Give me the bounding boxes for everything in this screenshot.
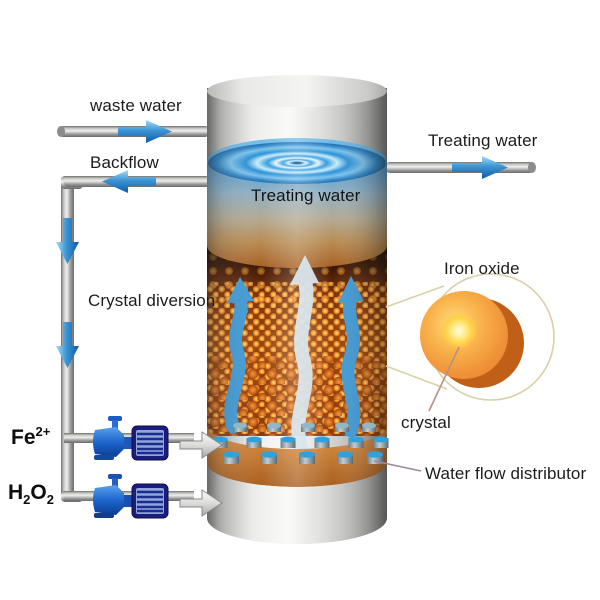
fe2-pump xyxy=(93,416,169,461)
iron-oxide-label: Iron oxide xyxy=(444,259,520,278)
crystal-label: crystal xyxy=(401,413,451,432)
crystal-diversion-label: Crystal diversion xyxy=(88,291,216,310)
treating-water-zone-label: Treating water xyxy=(251,186,361,205)
tank-top-cap xyxy=(207,75,387,107)
distributor-nozzle xyxy=(362,422,376,432)
fe2-inlet-arrow xyxy=(179,431,223,459)
backflow-label: Backflow xyxy=(90,153,159,172)
distributor-nozzle xyxy=(280,436,296,448)
h2o2-label: H2O2 xyxy=(8,481,54,507)
distributor-nozzle xyxy=(233,422,247,432)
distributor-nozzle xyxy=(301,422,315,432)
tank-cylinder-shading xyxy=(207,88,387,544)
fe2-label: Fe2+ xyxy=(11,424,50,450)
magnifier-callout xyxy=(385,273,555,412)
backflow-arrow xyxy=(102,170,156,193)
h2o2-label-h: H xyxy=(8,481,24,504)
h2o2-label-o: O xyxy=(30,481,47,504)
distributor-nozzle xyxy=(367,451,383,464)
downflow-arrow-top xyxy=(56,218,79,264)
waste-water-flow-arrow xyxy=(118,120,172,143)
distributor-nozzle xyxy=(373,436,389,448)
h2o2-label-sub1: 2 xyxy=(23,492,31,508)
distributor-nozzle xyxy=(261,451,277,464)
distributor-nozzle xyxy=(267,422,281,432)
waste-water-label: waste water xyxy=(90,96,182,115)
distributor-nozzle xyxy=(348,436,364,448)
outlet-flow-arrow xyxy=(452,156,508,179)
crystal-pointer-line xyxy=(428,346,460,412)
distributor-nozzle xyxy=(223,451,239,464)
fe2-label-charge: 2+ xyxy=(35,424,51,439)
h2o2-label-sub2: 2 xyxy=(46,492,54,508)
downflow-arrow-bottom xyxy=(56,322,79,368)
distributor-nozzle xyxy=(246,436,262,448)
h2o2-inlet-arrow xyxy=(179,489,223,517)
reactor-tank xyxy=(207,75,389,544)
distributor-nozzle xyxy=(314,436,330,448)
fe2-label-base: Fe xyxy=(11,426,36,449)
distributor-pointer-line xyxy=(373,460,422,472)
crystal-core xyxy=(441,313,477,349)
distributor-nozzles xyxy=(212,422,389,464)
distributor-nozzle xyxy=(299,451,315,464)
distributor-nozzle xyxy=(337,451,353,464)
water-flow-distributor-label: Water flow distributor xyxy=(425,464,587,483)
h2o2-pump xyxy=(93,474,169,519)
distributor-nozzle xyxy=(335,422,349,432)
treating-water-outlet-label: Treating water xyxy=(428,131,538,150)
